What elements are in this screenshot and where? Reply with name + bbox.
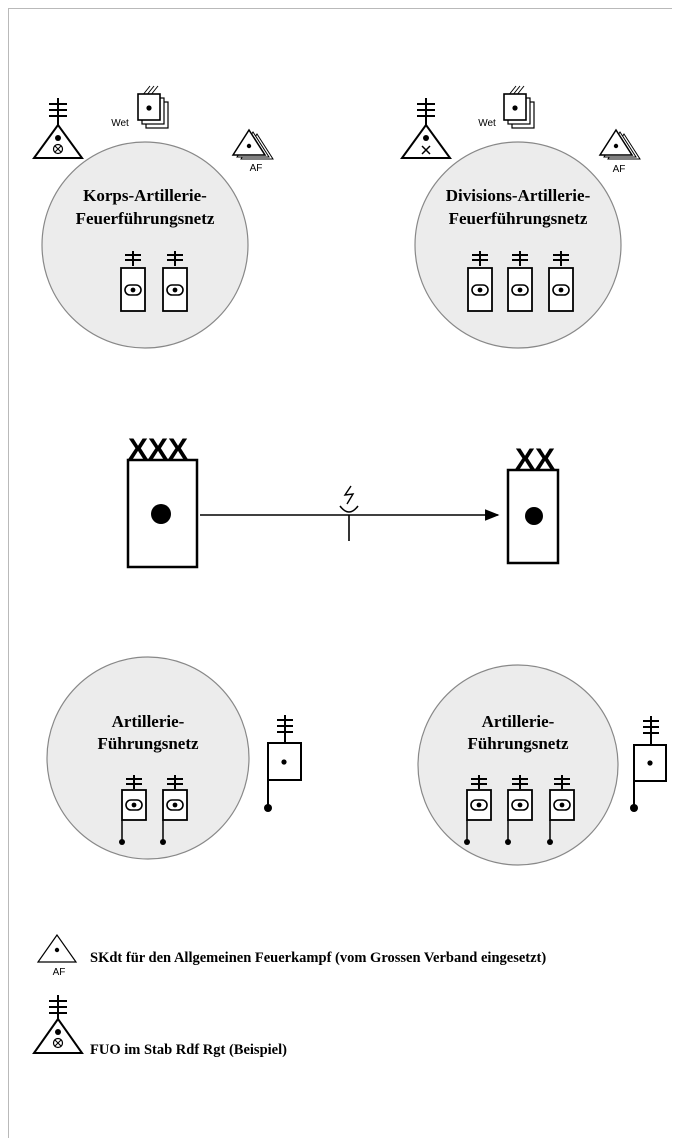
command-flag-icon bbox=[630, 716, 667, 812]
artillery-network-right-circle bbox=[417, 664, 619, 866]
af-label: AF bbox=[613, 164, 626, 175]
corps-command-dot bbox=[151, 504, 171, 524]
member-station-icon bbox=[505, 775, 533, 845]
fuo-station-icon bbox=[32, 98, 84, 159]
artillery-network-right-label-2: Führungsnetz bbox=[467, 734, 569, 753]
page-frame bbox=[8, 8, 672, 1138]
member-station-icon bbox=[120, 251, 146, 312]
weather-station-icon: Wet bbox=[478, 85, 535, 129]
legend-af-icon: AF bbox=[36, 933, 78, 978]
korps-network-circle bbox=[41, 141, 249, 349]
af-station-icon: AF bbox=[598, 128, 641, 175]
artillery-network-left: Artillerie- Führungsnetz bbox=[46, 656, 302, 860]
af-label: AF bbox=[250, 163, 263, 174]
korps-network-label-1: Korps-Artillerie- bbox=[83, 186, 207, 205]
member-station-icon bbox=[548, 251, 574, 312]
member-station-icon bbox=[162, 251, 188, 312]
division-network-label-2: Feuerführungsnetz bbox=[449, 209, 588, 228]
legend-fuo-text: FUO im Stab Rdf Rgt (Beispiel) bbox=[90, 1042, 287, 1058]
division-network: Divisions-Artillerie- Feuerführungsnetz bbox=[400, 85, 641, 349]
artillery-network-left-circle bbox=[46, 656, 250, 860]
legend: AF SKdt für den Allgemeinen Feuerkampf (… bbox=[32, 933, 546, 1058]
division-network-label-1: Divisions-Artillerie- bbox=[446, 186, 591, 205]
legend-af-label: AF bbox=[53, 967, 66, 978]
fuo-station-icon bbox=[400, 98, 452, 159]
artillery-network-left-label-1: Artillerie- bbox=[112, 712, 185, 731]
korps-network: Korps-Artillerie- Feuerführungsnetz bbox=[32, 85, 274, 349]
member-station-icon bbox=[547, 775, 575, 845]
command-flag-icon bbox=[264, 715, 302, 812]
weather-label: Wet bbox=[111, 118, 129, 129]
member-station-icon bbox=[507, 251, 533, 312]
division-command-dot bbox=[525, 507, 543, 525]
legend-fuo-icon bbox=[32, 995, 84, 1054]
weather-station-icon: Wet bbox=[111, 85, 169, 129]
member-station-icon bbox=[467, 251, 493, 312]
artillery-network-right-label-1: Artillerie- bbox=[482, 712, 555, 731]
artillery-network-left-label-2: Führungsnetz bbox=[97, 734, 199, 753]
member-station-icon bbox=[160, 775, 188, 845]
korps-network-label-2: Feuerführungsnetz bbox=[76, 209, 215, 228]
member-station-icon bbox=[119, 775, 147, 845]
division-network-circle bbox=[414, 141, 622, 349]
af-station-icon: AF bbox=[231, 128, 274, 174]
radio-link-icon bbox=[339, 485, 359, 541]
artillery-network-right: Artillerie- Führungsnetz bbox=[417, 664, 667, 866]
legend-af-text: SKdt für den Allgemeinen Feuerkampf (vom… bbox=[90, 950, 546, 966]
weather-label: Wet bbox=[478, 118, 496, 129]
command-link: XXX XX bbox=[126, 433, 560, 569]
member-station-icon bbox=[464, 775, 492, 845]
